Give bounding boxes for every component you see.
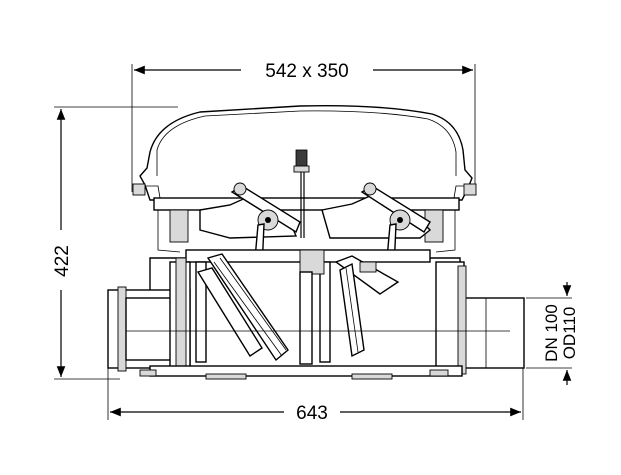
flap-right — [334, 255, 400, 358]
dimension-label-od: OD110 — [560, 307, 579, 360]
dimension-height: 422 — [52, 106, 178, 380]
dimension-label-width-depth: 542 x 350 — [265, 61, 348, 82]
dimension-label-dn: DN 100 — [542, 304, 561, 362]
outlet-sleeve — [435, 261, 525, 375]
dimension-nominal-diameter: DN 100 OD110 — [526, 282, 579, 385]
flap-left — [196, 253, 289, 362]
backwater-valve-drawing — [107, 104, 525, 380]
dimension-width-depth: 542 x 350 — [131, 61, 476, 192]
inlet-sleeve — [107, 257, 191, 372]
dimension-label-length: 643 — [296, 403, 328, 424]
dimension-label-height: 422 — [52, 245, 73, 277]
